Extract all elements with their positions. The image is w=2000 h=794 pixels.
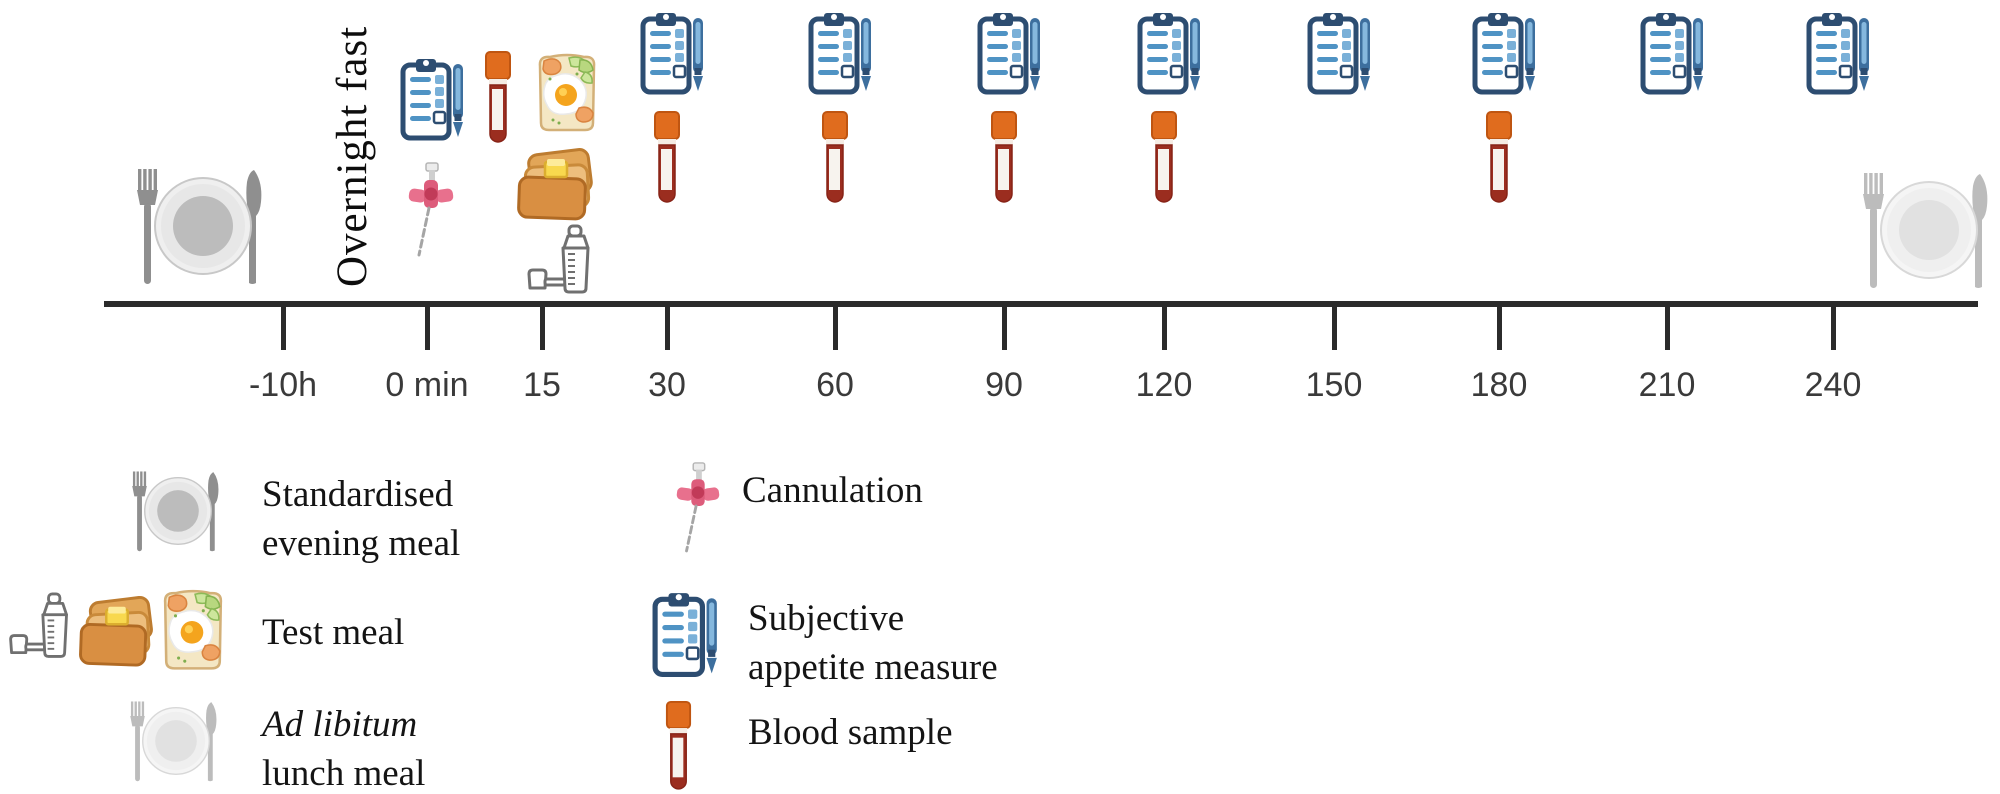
legend-subjective-appetite-label: Subjective appetite measure (748, 594, 998, 692)
appetite-measure-icon (652, 590, 722, 679)
tick (425, 301, 430, 350)
cannulation-icon (408, 162, 454, 258)
tick-label: 180 (1470, 366, 1528, 404)
tick-label: 15 (523, 366, 561, 404)
tick (540, 301, 545, 350)
tick (1497, 301, 1502, 350)
blood-sample-icon (1484, 110, 1514, 208)
subjective-appetite-measure-icon (1472, 10, 1540, 96)
standardised-evening-meal-icon (128, 164, 278, 289)
blood-sample-icon (664, 700, 693, 794)
tick-label: 60 (816, 366, 854, 404)
blood-sample-icon (483, 50, 513, 148)
test-meal-buttered-toast-icon (514, 146, 598, 222)
subjective-appetite-measure-icon (1640, 10, 1708, 96)
cannulation-icon (676, 462, 720, 554)
legend-standardised-evening-meal-label: Standardised evening meal (262, 470, 460, 568)
legend-line: Cannulation (742, 470, 923, 511)
legend-test-meal-label: Test meal (262, 608, 404, 657)
subjective-appetite-measure-icon (400, 56, 468, 142)
legend-line: Test meal (262, 612, 405, 653)
blood-sample-icon (989, 110, 1019, 208)
tick-label: 90 (985, 366, 1023, 404)
tick-label: 0 min (385, 366, 469, 404)
legend-line: appetite measure (748, 647, 998, 688)
blood-sample-icon (820, 110, 850, 208)
subjective-appetite-measure-icon (977, 10, 1045, 96)
tick (665, 301, 670, 350)
blood-sample-icon (1149, 110, 1179, 208)
tick (1002, 301, 1007, 350)
blood-sample-icon (652, 110, 682, 208)
legend-line: Blood sample (748, 712, 953, 753)
egg-toast-icon (158, 586, 228, 672)
legend-cannulation-label: Cannulation (742, 466, 923, 515)
legend-line: Ad libitum (262, 704, 418, 745)
tick (1665, 301, 1670, 350)
legend-ad-libitum-label: Ad libitum lunch meal (262, 700, 425, 794)
legend-line: Standardised (262, 474, 454, 515)
legend-line: evening meal (262, 523, 461, 564)
tick-label: -10h (248, 366, 318, 404)
legend-line: lunch meal (262, 753, 426, 794)
tick (1162, 301, 1167, 350)
timeline-axis (104, 301, 1978, 307)
tick (1831, 301, 1836, 350)
subjective-appetite-measure-icon (808, 10, 876, 96)
test-meal-egg-toast-icon (533, 50, 601, 134)
shaker-icon (4, 592, 76, 660)
tick-label: 210 (1638, 366, 1696, 404)
evening-meal-plate-icon (126, 468, 230, 555)
ad-libitum-lunch-meal-icon (1854, 168, 2000, 293)
buttered-toast-icon (76, 594, 158, 668)
overnight-fast-label: Overnight fast (329, 25, 376, 287)
tick-label: 240 (1804, 366, 1862, 404)
lunch-meal-plate-icon (124, 698, 228, 785)
subjective-appetite-measure-icon (640, 10, 708, 96)
tick (281, 301, 286, 350)
tick-label: 30 (648, 366, 686, 404)
legend-blood-sample-label: Blood sample (748, 708, 953, 757)
test-meal-shake-icon (522, 224, 598, 296)
tick-label: 120 (1135, 366, 1193, 404)
tick (833, 301, 838, 350)
subjective-appetite-measure-icon (1307, 10, 1375, 96)
tick-label: 150 (1305, 366, 1363, 404)
tick (1332, 301, 1337, 350)
subjective-appetite-measure-icon (1137, 10, 1205, 96)
subjective-appetite-measure-icon (1806, 10, 1874, 96)
legend-line: Subjective (748, 598, 905, 639)
